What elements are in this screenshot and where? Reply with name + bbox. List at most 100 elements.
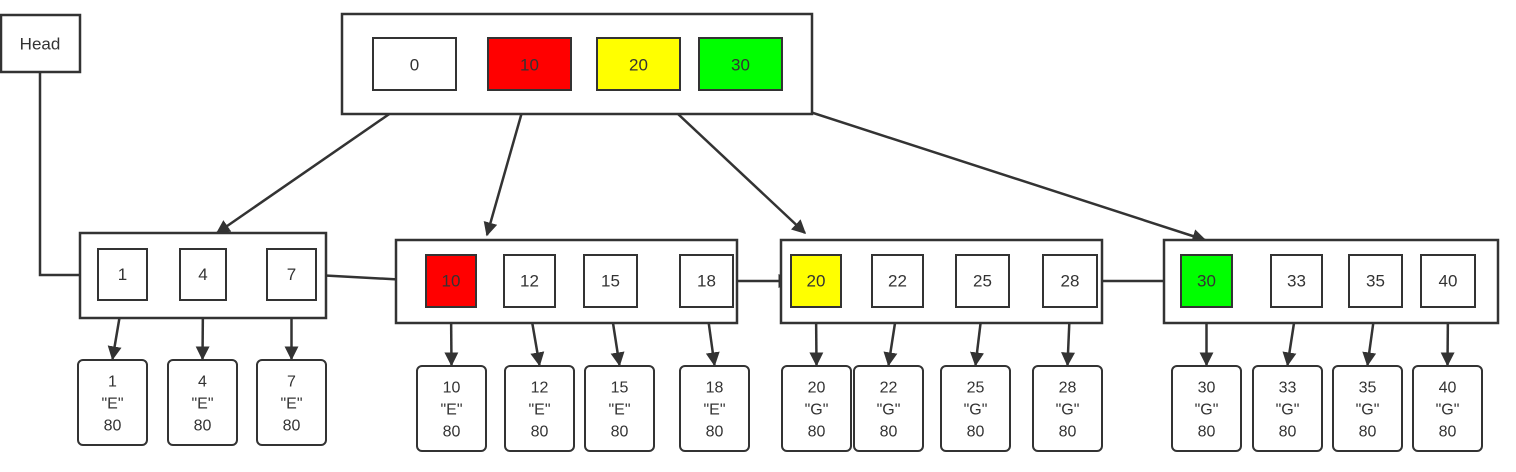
- leaf-record-line: "G": [1436, 402, 1460, 419]
- leaf-record-line: 80: [443, 424, 461, 441]
- leaf-record-line: "E": [528, 402, 550, 419]
- leaf-record-box: [853, 365, 924, 452]
- leaf-record-line: 33: [1279, 380, 1297, 397]
- key-node-box: [503, 254, 556, 308]
- leaf-record-line: 80: [1198, 424, 1216, 441]
- leaf-record-box: [1032, 365, 1103, 452]
- head-box: [0, 13, 82, 74]
- leaf-record-line: 10: [443, 380, 461, 397]
- leaf-record-line: "G": [877, 402, 901, 419]
- leaf-record-line: 12: [531, 380, 549, 397]
- key-node-box: [1042, 254, 1098, 308]
- leaf-record-line: 20: [808, 380, 826, 397]
- leaf-record-line: "E": [703, 402, 725, 419]
- leaf-record-line: "G": [1356, 402, 1380, 419]
- root-key-label: 20: [629, 56, 648, 75]
- leaf-record-line: 80: [1059, 424, 1077, 441]
- leaf-record-line: 4: [198, 374, 207, 391]
- leaf-record-line: 22: [880, 380, 898, 397]
- leaf-record-line: 80: [1279, 424, 1297, 441]
- key-node-label: 18: [697, 272, 716, 291]
- leaf-record-line: 18: [706, 380, 724, 397]
- leaf-record-box: [781, 365, 852, 452]
- leaf-record-line: 35: [1359, 380, 1377, 397]
- leaf-record-line: 40: [1439, 380, 1457, 397]
- root-key-label: 10: [520, 56, 539, 75]
- key-node-label: 25: [973, 272, 992, 291]
- root-to-group-arrow: [769, 97, 1207, 243]
- leaf-record-line: "E": [608, 402, 630, 419]
- leaf-record-line: 1: [108, 374, 117, 391]
- leaf-record-line: 15: [611, 380, 629, 397]
- leaf-record-box: [1332, 365, 1403, 452]
- root-to-group-arrow: [215, 97, 412, 235]
- root-key-label: 0: [410, 56, 419, 75]
- leaf-record-line: "G": [805, 402, 829, 419]
- leaf-record-line: 80: [104, 418, 122, 435]
- key-node-label: 33: [1287, 272, 1306, 291]
- leaf-record-line: "G": [964, 402, 988, 419]
- leaf-record-line: 80: [1359, 424, 1377, 441]
- key-node-box: [955, 254, 1010, 308]
- leaf-record-box: [77, 359, 148, 446]
- leaf-record-line: "G": [1195, 402, 1219, 419]
- leaf-record-line: "G": [1276, 402, 1300, 419]
- leaf-record-line: "E": [440, 402, 462, 419]
- key-node-box: [97, 248, 148, 301]
- leaf-record-line: 80: [808, 424, 826, 441]
- leaf-record-line: 80: [1439, 424, 1457, 441]
- leaf-record-line: 25: [967, 380, 985, 397]
- root-key-box: [698, 37, 783, 91]
- key-node-box: [871, 254, 924, 308]
- leaf-record-line: 7: [287, 374, 296, 391]
- key-node-box: [425, 254, 477, 308]
- key-node-label: 30: [1197, 272, 1216, 291]
- leaf-record-box: [584, 365, 655, 452]
- key-node-box: [1180, 254, 1233, 308]
- leaf-record-box: [940, 365, 1011, 452]
- key-node-label: 1: [118, 265, 127, 284]
- leaf-record-line: 80: [880, 424, 898, 441]
- root-key-box: [487, 37, 572, 91]
- key-node-box: [1348, 254, 1403, 308]
- key-node-box: [679, 254, 734, 308]
- key-node-label: 35: [1366, 272, 1385, 291]
- leaf-record-box: [416, 365, 487, 452]
- leaf-record-box: [256, 359, 327, 446]
- head-pointer-arrow: [38, 72, 100, 282]
- key-node-label: 7: [287, 265, 296, 284]
- leaf-record-line: "E": [280, 396, 302, 413]
- key-node-label: 4: [198, 265, 207, 284]
- leaf-record-line: 28: [1059, 380, 1077, 397]
- leaf-record-line: 80: [611, 424, 629, 441]
- head-label: Head: [20, 35, 61, 54]
- key-node-label: 20: [807, 272, 826, 291]
- leaf-record-box: [1252, 365, 1323, 452]
- root-to-group-arrow: [661, 98, 807, 234]
- leaf-record-line: 80: [194, 418, 212, 435]
- key-node-label: 12: [520, 272, 539, 291]
- leaf-record-line: 80: [706, 424, 724, 441]
- key-node-box: [790, 254, 842, 308]
- key-node-label: 22: [888, 272, 907, 291]
- leaf-record-line: "G": [1056, 402, 1080, 419]
- key-node-box: [1270, 254, 1323, 308]
- leaf-record-line: 80: [967, 424, 985, 441]
- leaf-record-line: 30: [1198, 380, 1216, 397]
- leaf-record-box: [167, 359, 238, 446]
- leaf-record-box: [504, 365, 575, 452]
- leaf-record-box: [679, 365, 750, 452]
- root-key-label: 30: [731, 56, 750, 75]
- leaf-record-line: 80: [283, 418, 301, 435]
- leaf-record-line: 80: [531, 424, 549, 441]
- leaf-record-box: [1171, 365, 1242, 452]
- key-node-box: [266, 248, 317, 301]
- root-key-box: [372, 37, 457, 91]
- key-node-box: [583, 254, 638, 308]
- key-node-label: 40: [1439, 272, 1458, 291]
- leaf-record-line: "E": [101, 396, 123, 413]
- leaf-record-box: [1412, 365, 1483, 452]
- key-node-box: [179, 248, 227, 301]
- root-key-box: [596, 37, 681, 91]
